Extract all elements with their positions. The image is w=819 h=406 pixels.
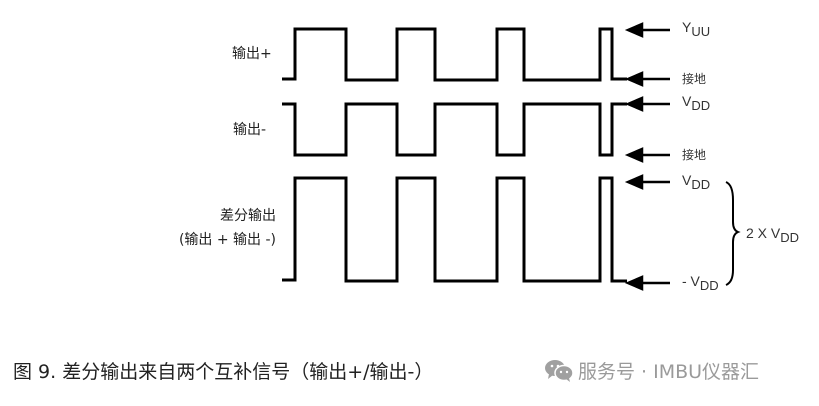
wechat-icon bbox=[545, 359, 574, 382]
label-differential-formula: (输出 + 输出 -) bbox=[178, 232, 276, 248]
level-label-minus-vdd: - VDD bbox=[682, 273, 719, 293]
brace-icon bbox=[725, 181, 741, 286]
level-label-vdd-1: VDD bbox=[682, 93, 711, 113]
waveform-differential bbox=[282, 176, 627, 283]
waveform-output-plus bbox=[282, 27, 627, 82]
watermark-text: 服务号 · IMBU仪器汇 bbox=[578, 361, 760, 383]
level-label-yuu: YUU bbox=[682, 19, 711, 39]
waveform-output-minus bbox=[282, 102, 627, 157]
waveform-diagram bbox=[282, 22, 741, 291]
level-label-ground-1: 接地 bbox=[682, 72, 707, 86]
label-output-minus: 输出- bbox=[233, 122, 267, 138]
arrow-icons bbox=[624, 22, 670, 291]
brace-label-2xvdd: 2 X VDD bbox=[746, 225, 800, 245]
label-output-plus: 输出+ bbox=[232, 46, 272, 62]
level-label-ground-2: 接地 bbox=[682, 148, 707, 162]
level-label-vdd-2: VDD bbox=[682, 172, 711, 192]
watermark: 服务号 · IMBU仪器汇 bbox=[544, 357, 759, 384]
figure-caption: 图 9. 差分输出来自两个互补信号（输出+/输出-） bbox=[13, 361, 434, 383]
label-differential: 差分输出 bbox=[220, 208, 276, 224]
